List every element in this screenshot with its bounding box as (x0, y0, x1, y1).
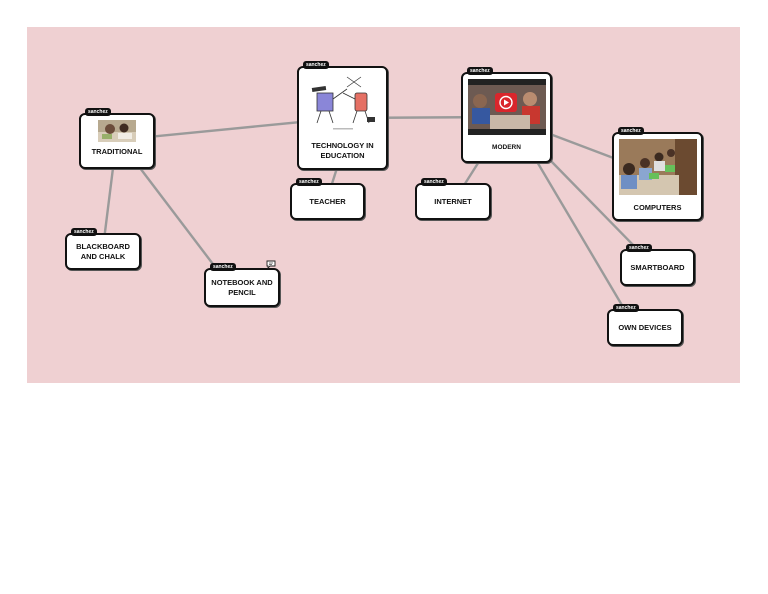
author-tag: sanchez (613, 304, 639, 312)
node-teacher[interactable]: sanchez TEACHER (290, 178, 365, 220)
node-internet[interactable]: sanchez INTERNET (415, 178, 491, 220)
author-tag: sanchez (467, 67, 493, 75)
author-tag: sanchez (210, 263, 236, 271)
node-label: TECHNOLOGY IN EDUCATION (311, 141, 374, 160)
node-label: TRADITIONAL (91, 147, 143, 156)
edge-modern-computers (549, 132, 625, 164)
author-tag: sanchez (296, 178, 322, 186)
node-own-devices[interactable]: sanchez OWN DEVICES (607, 304, 683, 346)
node-traditional[interactable]: sanchez TRADITIONAL (79, 108, 155, 169)
edge-traditional-notebook (139, 167, 223, 277)
node-label: COMPUTERS (633, 203, 682, 212)
author-tag: sanchez (421, 178, 447, 186)
node-technology-in-education[interactable]: sanchez TECHNOLOGY IN EDUCATION (297, 61, 388, 170)
node-label: OWN DEVICES (618, 322, 672, 332)
node-label: INTERNET (434, 196, 472, 206)
node-label: NOTEBOOK AND PENCIL (211, 278, 273, 297)
author-tag: sanchez (303, 61, 329, 69)
video-thumbnail[interactable] (467, 79, 546, 135)
node-label: TEACHER (309, 196, 346, 206)
edge-modern-smartboard (549, 159, 641, 253)
comment-icon[interactable] (266, 260, 276, 269)
edge-traditional-blackboard (102, 167, 115, 241)
computers-photo (618, 139, 697, 195)
node-label: SMARTBOARD (630, 262, 685, 272)
author-tag: sanchez (71, 228, 97, 236)
cartoon-image (302, 71, 383, 133)
node-computers[interactable]: sanchez COMPUTERS (612, 127, 703, 221)
author-tag: sanchez (618, 127, 644, 135)
author-tag: sanchez (626, 244, 652, 252)
node-modern[interactable]: sanchez MODERN (461, 67, 552, 163)
node-blackboard-and-chalk[interactable]: sanchez BLACKBOARD AND CHALK (65, 228, 141, 270)
edge-modern-own-devices (534, 159, 628, 313)
node-label: BLACKBOARD AND CHALK (76, 242, 130, 261)
node-notebook-and-pencil[interactable]: sanchez NOTEBOOK AND PENCIL (204, 260, 280, 307)
author-tag: sanchez (85, 108, 111, 116)
node-label: MODERN (492, 144, 521, 151)
classroom-photo (98, 120, 136, 142)
node-smartboard[interactable]: sanchez SMARTBOARD (620, 244, 695, 286)
